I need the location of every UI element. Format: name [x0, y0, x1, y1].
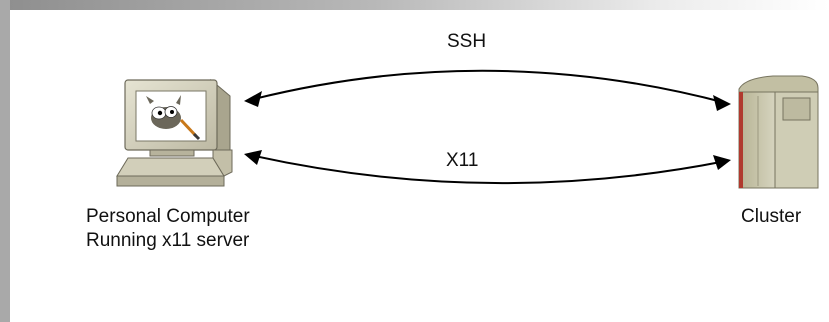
server-tower-icon — [738, 75, 819, 189]
gimp-wilber-icon — [146, 95, 201, 141]
top-gradient-bar — [0, 0, 829, 10]
x11-label: X11 — [446, 150, 479, 171]
computer-label-line1: Personal Computer — [86, 206, 250, 227]
desktop-computer-icon — [116, 78, 233, 187]
ssh-label: SSH — [447, 31, 487, 52]
ssh-connection-arrow — [244, 69, 731, 111]
computer-label-line2: Running x11 server — [86, 230, 250, 251]
left-border-bar — [0, 0, 10, 322]
x11-connection-arrow — [244, 150, 731, 185]
cluster-label: Cluster — [741, 206, 802, 227]
